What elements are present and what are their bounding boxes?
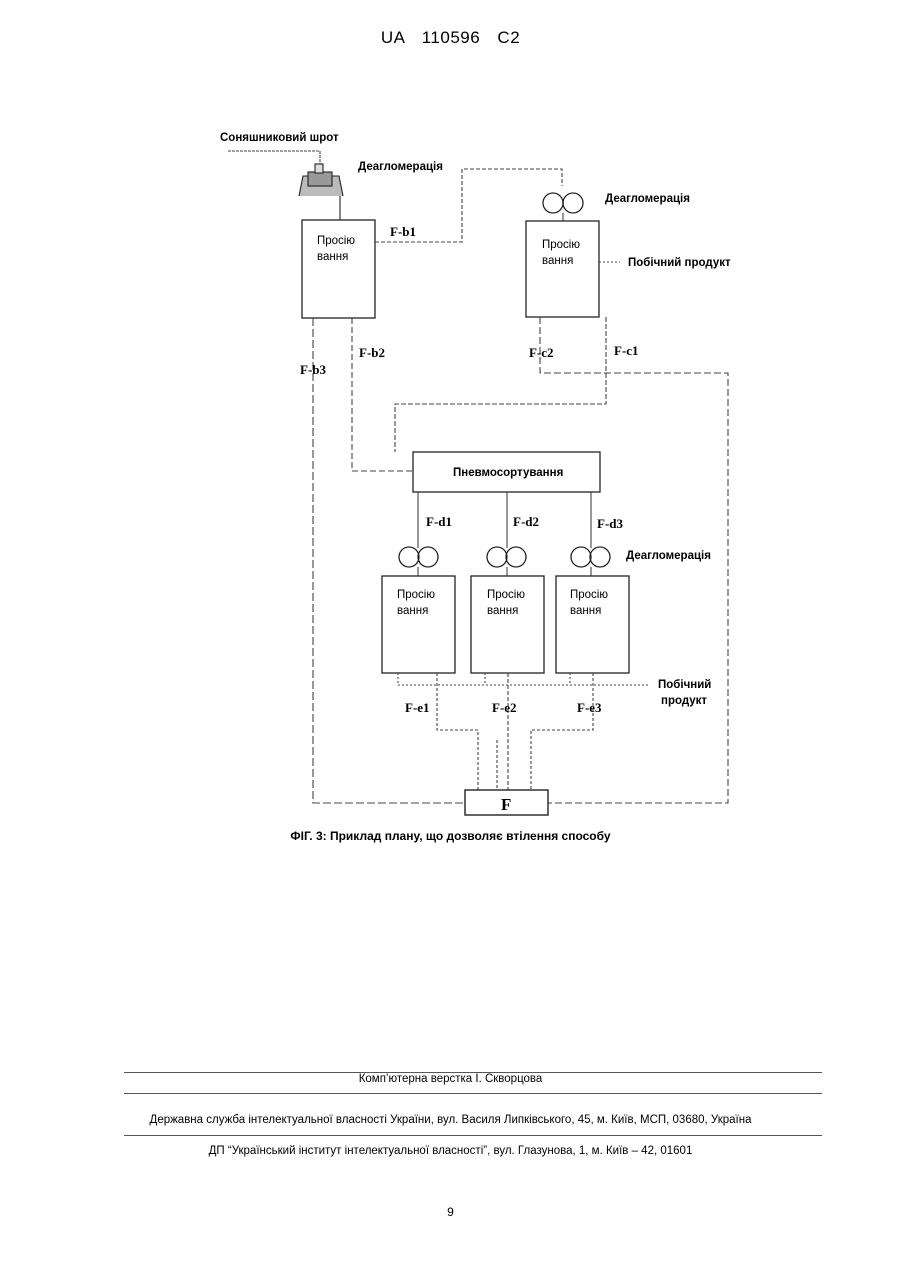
roller-pair-2 — [487, 547, 526, 567]
flow-label-fd3: F-d3 — [597, 516, 624, 531]
byproduct-label-bottom-1: Побічний — [658, 679, 711, 691]
final-product-label: F — [501, 795, 511, 814]
flow-label-fb3: F-b3 — [300, 362, 327, 377]
sieving-3-line1: Просію — [397, 589, 435, 601]
footer-rule-3 — [124, 1135, 822, 1136]
flow-label-fc1: F-c1 — [614, 343, 639, 358]
footer-rule-2 — [124, 1093, 822, 1094]
byproduct-line-bottom — [398, 673, 650, 685]
deagglomeration-label-2: Деагломерація — [605, 193, 690, 205]
sieving-5-line2: вання — [570, 605, 601, 617]
page-number: 9 — [0, 1205, 901, 1219]
flow-line-fe3 — [531, 673, 593, 790]
input-line — [228, 151, 320, 168]
sieving-4-line2: вання — [487, 605, 518, 617]
flow-line-fe1 — [437, 673, 478, 790]
flow-label-fe3: F-e3 — [577, 700, 602, 715]
deagglomeration-label-3: Деагломерація — [626, 550, 711, 562]
roller-deagglomerator-icon — [543, 193, 583, 213]
footer-agency: Державна служба інтелектуальної власност… — [0, 1114, 901, 1126]
flow-label-fb1: F-b1 — [390, 224, 416, 239]
flow-line-fb2 — [352, 318, 413, 471]
sieving-4-line1: Просію — [487, 589, 525, 601]
figure-caption: ФІГ. 3: Приклад плану, що дозволяє втіле… — [0, 829, 901, 843]
flow-label-fc2: F-c2 — [529, 345, 554, 360]
hopper-deagglomerator-icon — [299, 164, 343, 220]
sieving-2-line1: Просію — [542, 239, 580, 251]
sieving-5-line1: Просію — [570, 589, 608, 601]
sieving-box-2 — [526, 221, 599, 317]
roller-pair-1 — [399, 547, 438, 567]
flow-line-fc1 — [395, 317, 606, 452]
sieving-1-line2: вання — [317, 251, 348, 263]
flow-label-fd2: F-d2 — [513, 514, 539, 529]
sieving-2-line2: вання — [542, 255, 573, 267]
byproduct-label-top: Побічний продукт — [628, 257, 731, 269]
flow-label-fe1: F-e1 — [405, 700, 430, 715]
sieving-3-line2: вання — [397, 605, 428, 617]
pneumatic-label: Пневмосортування — [453, 467, 563, 479]
deagglomeration-label-1: Деагломерація — [358, 161, 443, 173]
input-label: Соняшниковий шрот — [220, 132, 339, 144]
footer-layout-credit: Комп’ютерна верстка І. Скворцова — [0, 1073, 901, 1085]
footer-institute: ДП “Український інститут інтелектуальної… — [0, 1145, 901, 1157]
flow-label-fe2: F-e2 — [492, 700, 517, 715]
flow-label-fb2: F-b2 — [359, 345, 385, 360]
roller-pair-3 — [571, 547, 610, 567]
byproduct-label-bottom-2: продукт — [661, 695, 707, 707]
sieving-1-line1: Просію — [317, 235, 355, 247]
flow-label-fd1: F-d1 — [426, 514, 452, 529]
